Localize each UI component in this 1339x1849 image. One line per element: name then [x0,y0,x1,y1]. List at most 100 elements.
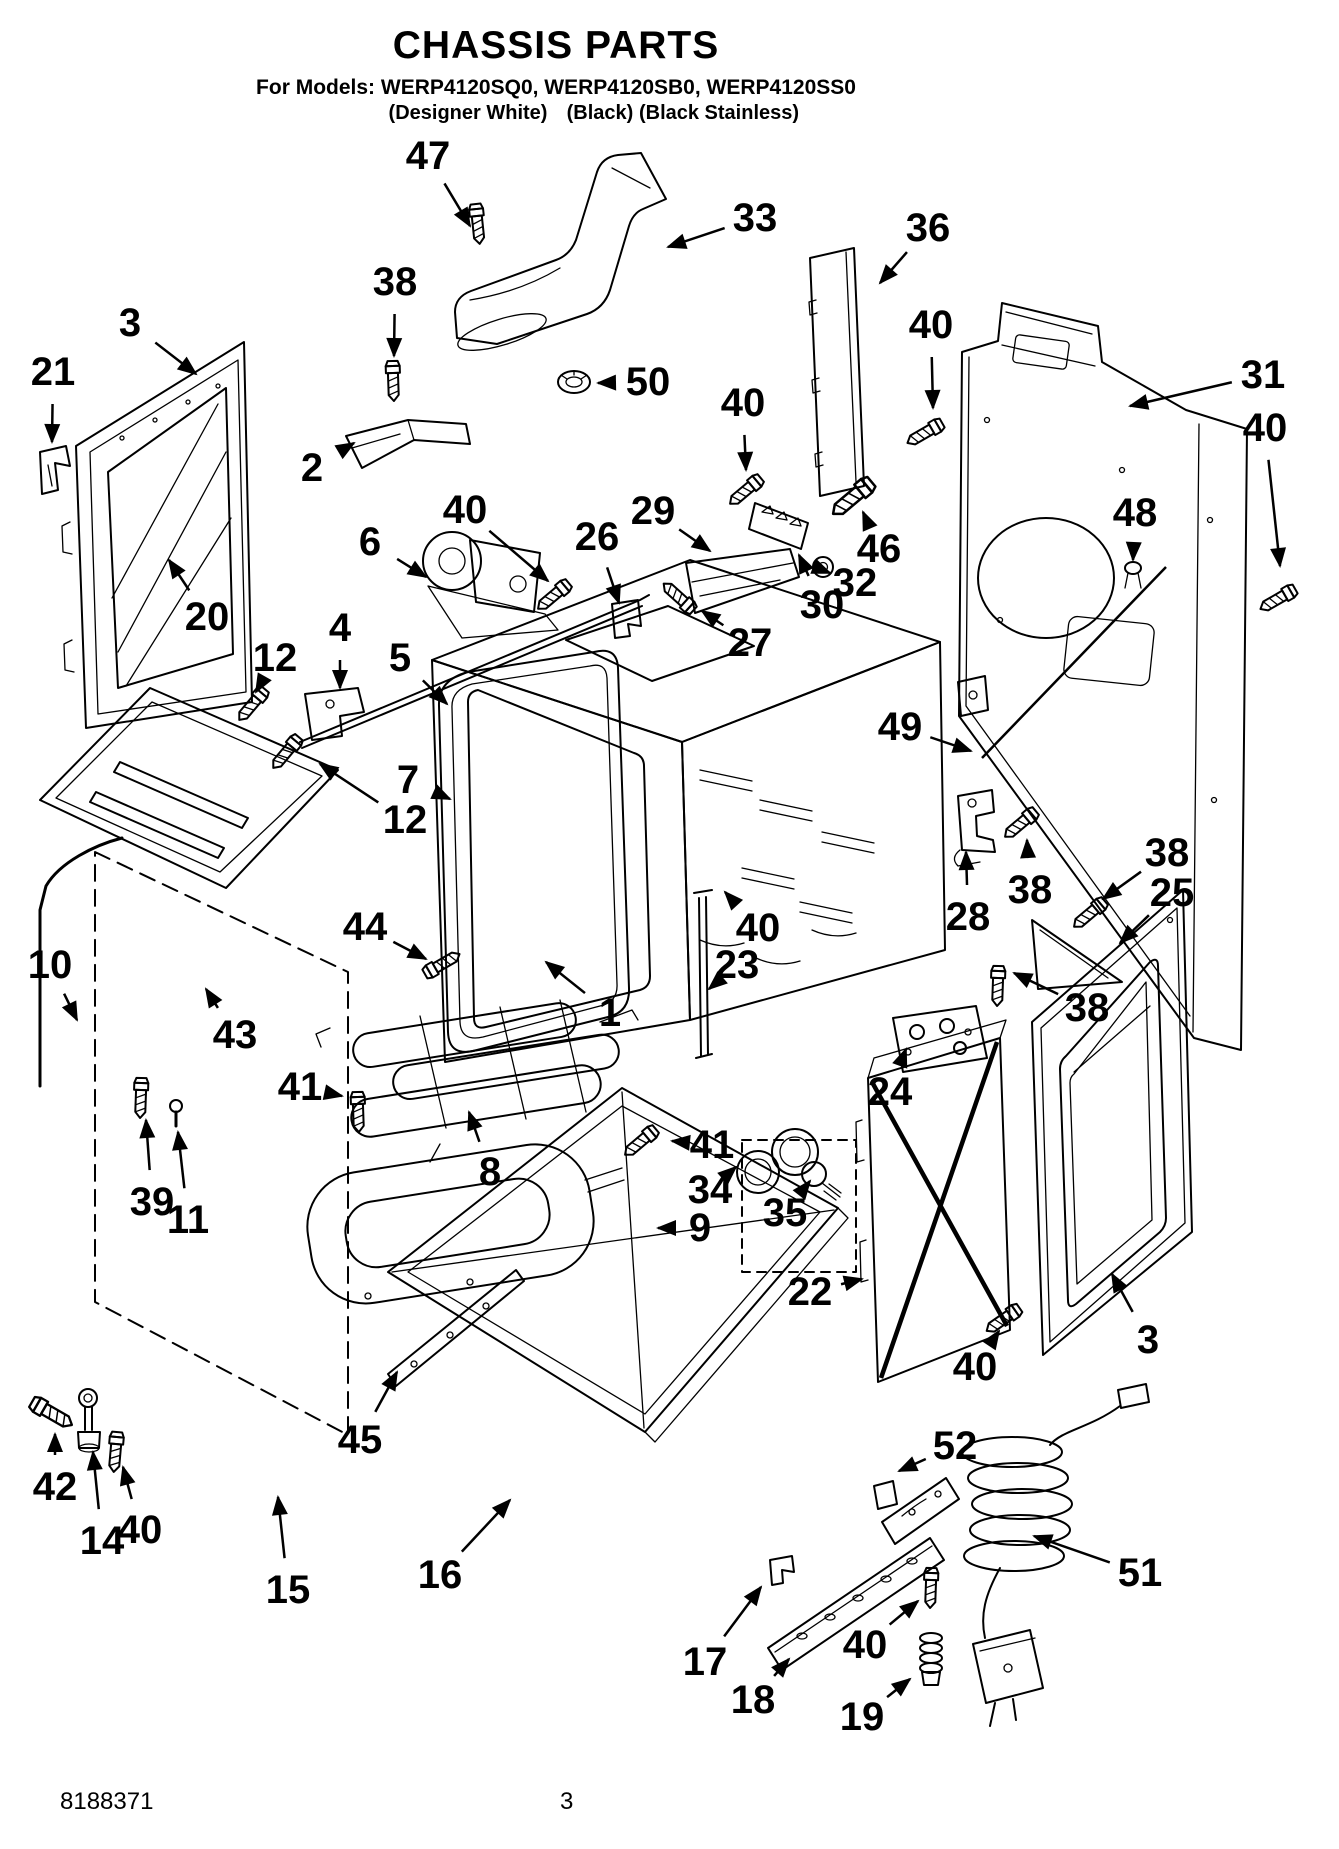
part-terminal-bracket [685,548,800,614]
callout-label-14: 14 [80,1519,125,1563]
callout-label-30: 30 [800,583,845,627]
callout-label-6: 6 [359,520,381,564]
callout-label-26: 26 [575,515,620,559]
part-drawer-pan [39,687,339,889]
callout-label-43: 43 [213,1013,258,1057]
callout-arrow-7 [430,784,452,801]
callout-arrow-27 [700,609,725,628]
callout-label-25: 25 [1150,871,1195,915]
callout-label-39: 39 [130,1180,175,1224]
part-latch-clip [304,687,365,741]
callout-arrow-12 [254,672,272,694]
callout-label-22: 22 [788,1270,833,1314]
callout-arrow-28 [958,850,975,886]
part-side-panel [94,851,349,1436]
callout-label-4: 4 [329,606,352,650]
callout-label-47: 47 [406,134,451,178]
part-base-panel [387,1087,849,1443]
callout-arrow-8 [467,1110,483,1143]
callout-arrow-19 [886,1677,912,1699]
callout-arrow-41 [322,1084,344,1101]
callout-label-52: 52 [933,1424,978,1468]
callout-label-32: 32 [833,561,878,605]
callout-label-40: 40 [909,303,954,347]
callout-label-36: 36 [906,206,951,250]
callout-label-2: 2 [301,446,323,490]
part-serial-label [873,1480,898,1510]
callout-label-46: 46 [857,527,902,571]
callout-label-12: 12 [383,798,428,842]
callout-label-15: 15 [266,1568,311,1612]
callout-label-31: 31 [1241,353,1286,397]
callout-arrow-33 [666,226,726,249]
callout-arrow-6 [396,557,428,579]
part-grommet [557,370,591,394]
callout-arrow-41 [670,1134,691,1151]
callout-label-48: 48 [1113,491,1158,535]
callout-label-8: 8 [479,1150,501,1194]
callout-arrow-40 [1267,459,1287,568]
part-left-door-panel [61,341,253,729]
callout-label-49: 49 [878,705,923,749]
callout-arrow-51 [1032,1534,1111,1564]
callout-arrow-44 [392,940,428,961]
callout-arrow-26 [605,566,621,605]
callout-label-40: 40 [1243,406,1288,450]
callout-label-21: 21 [31,350,76,394]
callout-label-41: 41 [278,1065,323,1109]
part-power-cord [961,1383,1150,1727]
part-support-rod [693,889,713,1059]
callout-label-16: 16 [418,1553,463,1597]
callout-label-20: 20 [185,595,230,639]
part-right-door-panel [1031,889,1193,1356]
callout-arrow-43 [204,987,223,1009]
callout-arrow-5 [421,679,449,706]
callout-label-7: 7 [397,758,419,802]
callout-label-38: 38 [1008,868,1053,912]
callout-arrow-38 [1101,870,1142,901]
callout-arrow-35 [792,1179,812,1201]
callout-arrow-11 [172,1130,188,1189]
callout-label-23: 23 [715,943,760,987]
callout-arrow-24 [892,1047,908,1069]
callout-label-17: 17 [683,1640,728,1684]
part-leveling-leg [77,1388,101,1453]
callout-label-27: 27 [728,621,773,665]
callout-arrow-17 [723,1585,763,1638]
part-door-clip [39,445,71,495]
part-rail-clip [769,1555,795,1586]
callout-arrow-25 [1118,914,1150,945]
callout-arrow-12 [318,762,379,804]
callout-label-38: 38 [1145,831,1190,875]
callout-label-29: 29 [631,489,676,533]
callout-label-19: 19 [840,1695,885,1739]
callout-arrow-1 [544,960,586,995]
part-corner-gusset [1031,919,1123,990]
callout-arrow-14 [86,1450,103,1510]
callout-label-28: 28 [946,895,991,939]
callout-label-51: 51 [1118,1551,1163,1595]
callout-arrow-40 [119,1465,136,1500]
callout-arrow-40 [888,1599,920,1626]
callout-arrow-18 [771,1657,791,1678]
callout-arrow-40 [737,434,754,472]
callout-label-40: 40 [118,1508,163,1552]
hardware-screws [26,202,1300,1610]
callout-arrow-29 [678,528,712,553]
callout-arrow-38 [1020,838,1037,859]
part-plug-button [1124,561,1142,589]
callout-label-50: 50 [626,360,671,404]
callout-label-40: 40 [953,1345,998,1389]
callout-label-3: 3 [119,301,141,345]
callout-arrow-39 [139,1118,156,1171]
callout-label-18: 18 [731,1678,776,1722]
callout-label-11: 11 [167,1198,209,1242]
part-access-panel [855,1019,1011,1383]
callout-label-24: 24 [868,1070,913,1114]
part-trim-wire [38,836,124,1088]
callout-arrow-47 [443,182,472,228]
part-latch-hook [953,789,996,867]
callout-label-40: 40 [721,381,766,425]
callout-arrow-40 [488,529,550,583]
